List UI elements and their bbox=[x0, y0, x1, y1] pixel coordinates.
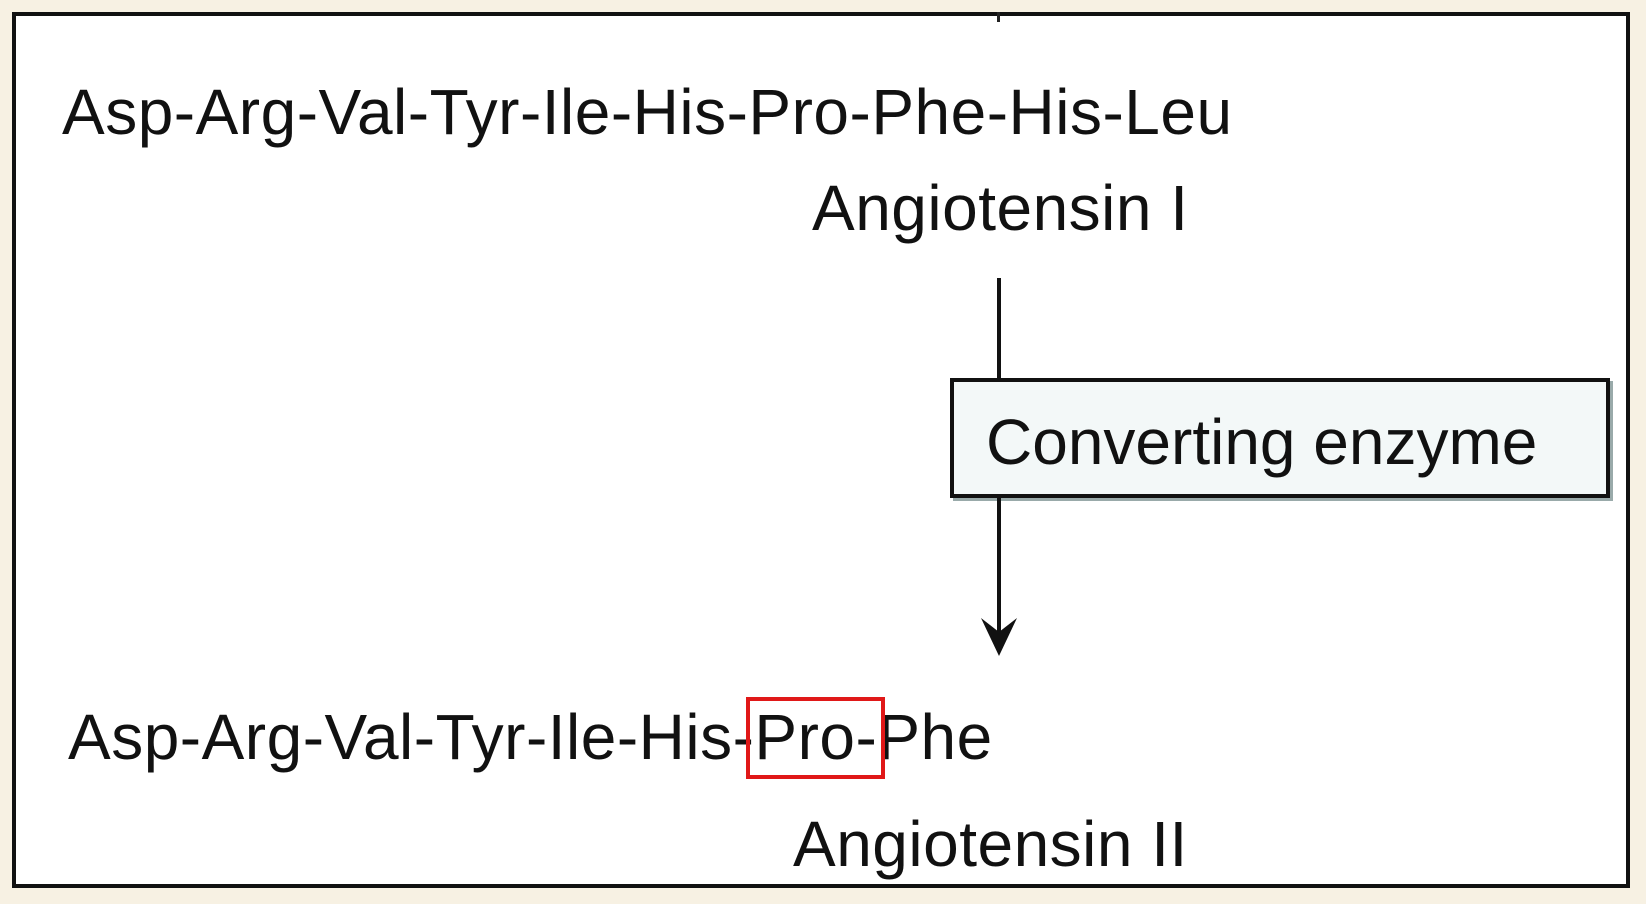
angiotensin-i-sequence: Asp-Arg-Val-Tyr-Ile-His-Pro-Phe-His-Leu bbox=[62, 76, 1233, 148]
top-connector-tick bbox=[997, 12, 1000, 22]
converting-enzyme-box: Converting enzyme bbox=[950, 378, 1610, 498]
down-arrow-icon bbox=[981, 618, 1017, 656]
angiotensin-i-label: Angiotensin I bbox=[812, 172, 1189, 244]
conversion-arrow-shaft-top bbox=[997, 278, 1001, 378]
conversion-arrow-shaft-bottom bbox=[997, 498, 1001, 636]
sequence-segment-head: Asp-Arg-Val-Tyr-Ile-His- bbox=[68, 701, 755, 773]
angiotensin-ii-label: Angiotensin II bbox=[793, 808, 1188, 880]
converting-enzyme-label: Converting enzyme bbox=[986, 406, 1538, 478]
angiotensin-ii-sequence: Asp-Arg-Val-Tyr-Ile-His-Pro-Phe bbox=[68, 697, 993, 779]
sequence-segment-tail: Phe bbox=[877, 701, 993, 773]
highlighted-residue-pro: Pro- bbox=[746, 697, 886, 779]
